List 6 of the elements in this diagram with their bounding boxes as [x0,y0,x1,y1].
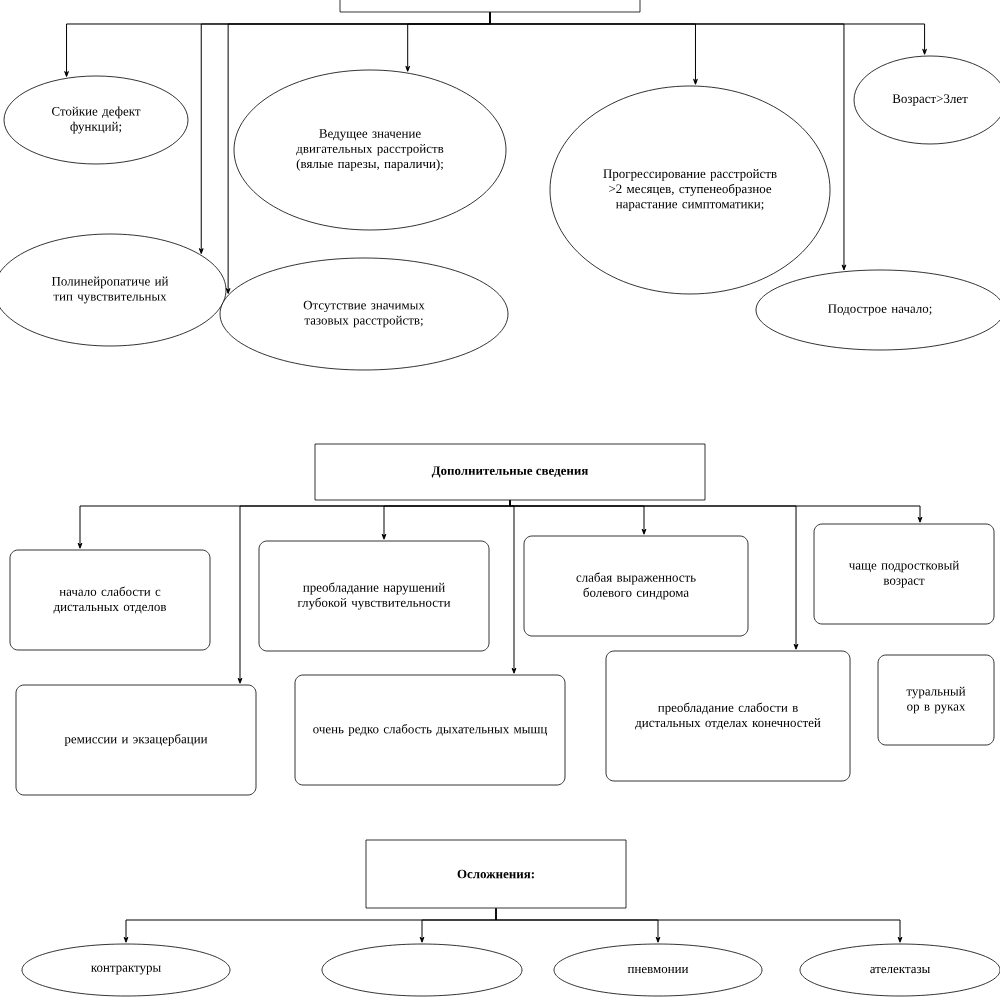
arrow [495,907,903,943]
header-box [339,0,641,13]
ellipse [321,943,523,997]
arrow [489,11,927,55]
arrow [381,499,511,540]
arrow [509,499,923,523]
